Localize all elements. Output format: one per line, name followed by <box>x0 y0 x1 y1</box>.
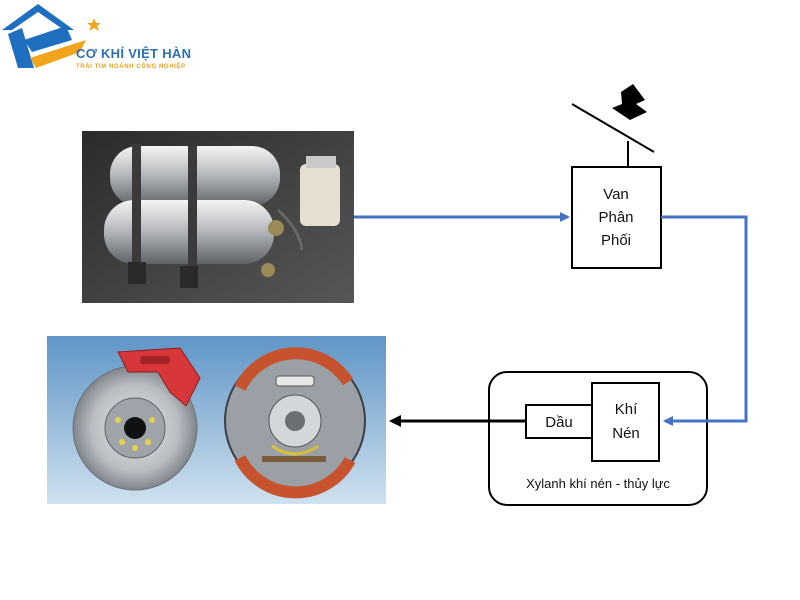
valve-label-line3: Phối <box>601 232 631 249</box>
oil-label: Dầu <box>545 414 573 431</box>
house-roof-logo-icon <box>2 4 101 68</box>
pneumatic-hydraulic-cylinder: Khí Nén Dầu Xylanh khí nén - thủy lực <box>488 371 708 506</box>
brake-disc-and-drum-photo <box>47 336 386 504</box>
pneumatic-chamber <box>591 382 660 462</box>
air-line-valve-to-cylinder <box>661 215 748 426</box>
cylinder-caption: Xylanh khí nén - thủy lực <box>526 476 670 491</box>
distribution-valve: Van Phân Phối <box>571 166 662 269</box>
pneumatic-label-line1: Khí <box>615 401 638 418</box>
air-tank-photo <box>82 131 354 303</box>
oil-chamber <box>525 404 593 439</box>
valve-label-line2: Phân <box>598 209 633 226</box>
pneumatic-label-line2: Nén <box>612 425 640 442</box>
brake-pedal-icon <box>571 84 655 167</box>
brand-logo: CƠ KHÍ VIỆT HÀN TRÁI TIM NGÀNH CÔNG NGHI… <box>0 0 200 80</box>
press-arrow-icon <box>612 84 647 120</box>
valve-label-line1: Van <box>603 186 629 203</box>
brand-tagline: TRÁI TIM NGÀNH CÔNG NGHIỆP <box>76 64 186 70</box>
brand-name: CƠ KHÍ VIỆT HÀN <box>76 46 192 61</box>
